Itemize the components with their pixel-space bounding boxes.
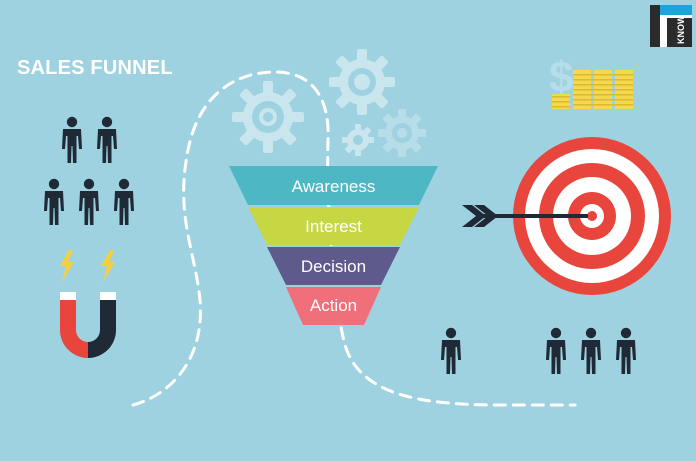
person-icon <box>546 327 566 374</box>
person-icon <box>62 116 82 163</box>
funnel-stage-action <box>286 287 381 325</box>
person-icon <box>441 327 461 374</box>
stage-label-decision: Decision <box>301 257 366 276</box>
funnel-stage-decision <box>267 247 400 285</box>
person-icon <box>114 178 134 225</box>
people-group-right <box>441 327 636 374</box>
target-icon <box>513 137 671 295</box>
lightning-icon <box>101 250 115 282</box>
funnel: Awareness Interest Decision Action <box>229 166 438 325</box>
magnet-icon <box>60 292 116 358</box>
arrow-icon <box>462 205 588 227</box>
dollar-icon: $ <box>549 53 573 102</box>
page-title: SALES FUNNEL <box>17 57 173 79</box>
people-group-left <box>44 116 134 225</box>
person-icon <box>44 178 64 225</box>
person-icon <box>97 116 117 163</box>
gear-icon <box>329 49 395 115</box>
person-icon <box>581 327 601 374</box>
person-icon <box>79 178 99 225</box>
lightning-icon <box>60 250 74 282</box>
svg-text:$: $ <box>549 53 573 102</box>
funnel-stage-awareness <box>229 166 438 205</box>
coin-stack-icon <box>552 70 633 109</box>
logo-text: KNOW <box>676 15 686 44</box>
brand-logo: KNOW <box>650 5 692 47</box>
stage-label-awareness: Awareness <box>292 177 376 196</box>
stage-label-interest: Interest <box>305 217 362 236</box>
gear-icon <box>232 81 304 153</box>
person-icon <box>616 327 636 374</box>
dashed-journey-path <box>131 70 577 407</box>
funnel-stage-interest <box>248 207 419 245</box>
gear-icon <box>378 109 426 157</box>
stage-label-action: Action <box>310 296 357 315</box>
gear-icon <box>342 124 374 156</box>
